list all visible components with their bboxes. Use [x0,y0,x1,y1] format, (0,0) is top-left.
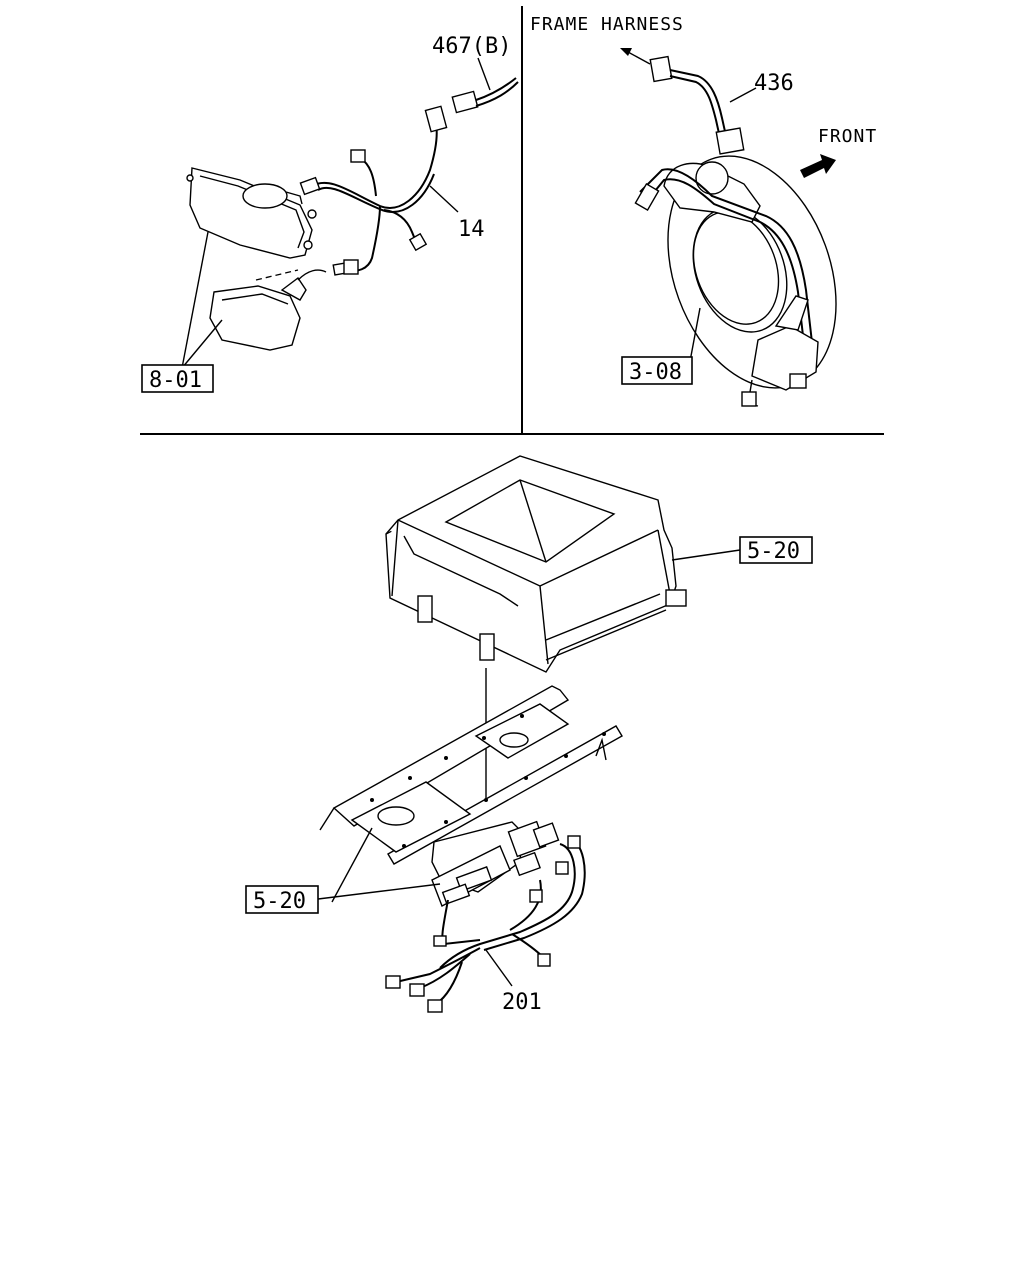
speed-sensor-disc [634,155,837,407]
ref-box-5-20-bottom [245,885,319,914]
wiring-harness-14 [299,90,479,275]
callout-436: 436 [754,71,794,96]
ref-3-08: 3-08 [629,360,682,385]
ref-5-20-bottom: 5-20 [253,889,306,914]
fog-lamp-assembly [181,167,348,369]
front-arrow [800,154,836,178]
ref-box-8-01 [141,364,214,393]
ref-5-20-top: 5-20 [747,539,800,564]
wiring-harness-201 [385,835,586,1013]
harness-467b [475,57,519,107]
callout-201: 201 [502,990,542,1015]
ref-box-3-08 [621,356,693,385]
front-label: FRONT [818,126,877,147]
connector-plate [309,820,560,907]
frame-harness-label: FRAME HARNESS [530,14,684,35]
frame-harness-arrow [620,48,651,65]
callout-14: 14 [458,217,485,242]
mounting-bracket [319,685,623,903]
control-unit-box [385,455,741,673]
ref-box-5-20-top [739,536,813,564]
callout-467b: 467(B) [432,34,511,59]
ref-8-01: 8-01 [149,368,202,393]
sensor-harness-436 [649,55,757,197]
